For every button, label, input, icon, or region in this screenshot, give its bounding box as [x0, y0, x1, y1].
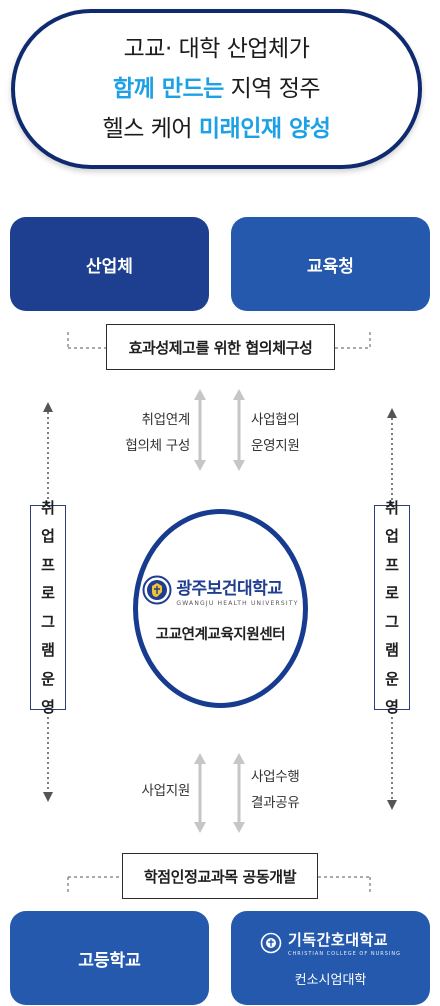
- lower-gray-arrows: [194, 753, 245, 833]
- title-line-2-rest: 지역 정주: [223, 76, 321, 102]
- lower-right-line-2: 결과공유: [251, 795, 300, 811]
- side-arrowheads: [43, 402, 397, 810]
- title-line-3: 헬스 케어 미래인재 양성: [103, 109, 331, 149]
- high-school-box: 고등학교: [10, 911, 209, 1005]
- university-name: 광주보건대학교: [176, 578, 283, 599]
- left-label-char: 취: [41, 498, 55, 517]
- right-employment-program-label: 취 업 프 로 그 램 운 영: [374, 499, 410, 716]
- nursing-college-emblem-icon: [260, 932, 282, 953]
- left-label-char: 영: [41, 698, 55, 716]
- consortium-label: 효과성제고를 위한 협의체구성: [106, 324, 335, 370]
- right-label-char: 램: [385, 641, 399, 659]
- university-wordmark: 광주보건대학교 GWANGJU HEALTH UNIVERSITY: [176, 574, 298, 607]
- side-dashed-arrows: [47, 412, 393, 800]
- university-english-name: GWANGJU HEALTH UNIVERSITY: [176, 599, 299, 607]
- title-line-2-highlight: 함께 만드는: [112, 76, 224, 102]
- title-line-2: 함께 만드는 지역 정주: [112, 69, 321, 109]
- curriculum-label: 학점인정교과목 공동개발: [122, 853, 318, 899]
- right-label-char: 운: [385, 669, 399, 688]
- title-line-3-prefix: 헬스 케어: [102, 116, 199, 142]
- left-label-char: 프: [41, 555, 55, 574]
- upper-left-arrow-text: 취업연계 협의체 구성: [110, 407, 190, 459]
- title-line-3-highlight: 미래인재 양성: [198, 116, 331, 142]
- nursing-college-logo-row: 기독간호대학교 CHRISTIAN COLLEGE OF NURSING: [260, 929, 401, 957]
- upper-right-line-1: 사업협의: [251, 412, 300, 428]
- upper-right-line-2: 운영지원: [251, 438, 300, 454]
- upper-left-line-1: 취업연계: [141, 412, 191, 428]
- nursing-college-name: 기독간호대학교: [288, 930, 389, 949]
- left-label-char: 업: [41, 527, 55, 545]
- title-line-1: 고교· 대학 산업체가: [123, 36, 310, 62]
- university-logo-row: 광주보건대학교 GWANGJU HEALTH UNIVERSITY: [142, 574, 298, 607]
- right-label-char: 취: [385, 498, 399, 517]
- nursing-college-wordmark: 기독간호대학교 CHRISTIAN COLLEGE OF NURSING: [288, 929, 401, 957]
- left-label-char: 그: [41, 612, 55, 631]
- right-label-char: 프: [385, 555, 399, 574]
- nursing-college-box: 기독간호대학교 CHRISTIAN COLLEGE OF NURSING 컨소시…: [231, 911, 430, 1005]
- lower-right-arrow-text: 사업수행 결과공유: [251, 764, 341, 816]
- upper-gray-arrows: [194, 389, 245, 471]
- title-banner: 고교· 대학 산업체가 함께 만드는 지역 정주 헬스 케어 미래인재 양성: [11, 9, 422, 169]
- left-label-char: 로: [41, 584, 55, 602]
- industry-box: 산업체: [10, 217, 209, 311]
- nursing-college-english-name: CHRISTIAN COLLEGE OF NURSING: [288, 950, 401, 957]
- lower-left-line-1: 사업지원: [141, 783, 191, 799]
- lower-right-line-1: 사업수행: [251, 769, 300, 785]
- right-label-char: 업: [385, 527, 399, 545]
- right-label-char: 그: [385, 612, 399, 631]
- right-label-char: 로: [385, 584, 399, 602]
- education-office-box: 교육청: [231, 217, 430, 311]
- university-emblem-icon: [142, 575, 172, 605]
- upper-right-arrow-text: 사업협의 운영지원: [251, 407, 341, 459]
- top-dotted-guides: [67, 332, 371, 349]
- upper-left-line-2: 협의체 구성: [125, 438, 190, 454]
- left-employment-program-label: 취 업 프 로 그 램 운 영: [30, 499, 66, 716]
- bottom-dotted-guides: [67, 876, 371, 893]
- center-circle: 광주보건대학교 GWANGJU HEALTH UNIVERSITY 고교연계교육…: [133, 509, 308, 708]
- nursing-consortium-label: 컨소시엄대학: [294, 972, 367, 988]
- center-name: 고교연계교육지원센터: [155, 626, 286, 643]
- left-label-char: 운: [41, 669, 55, 688]
- lower-left-arrow-text: 사업지원: [110, 778, 191, 804]
- right-label-char: 영: [385, 698, 399, 716]
- left-label-char: 램: [41, 641, 55, 659]
